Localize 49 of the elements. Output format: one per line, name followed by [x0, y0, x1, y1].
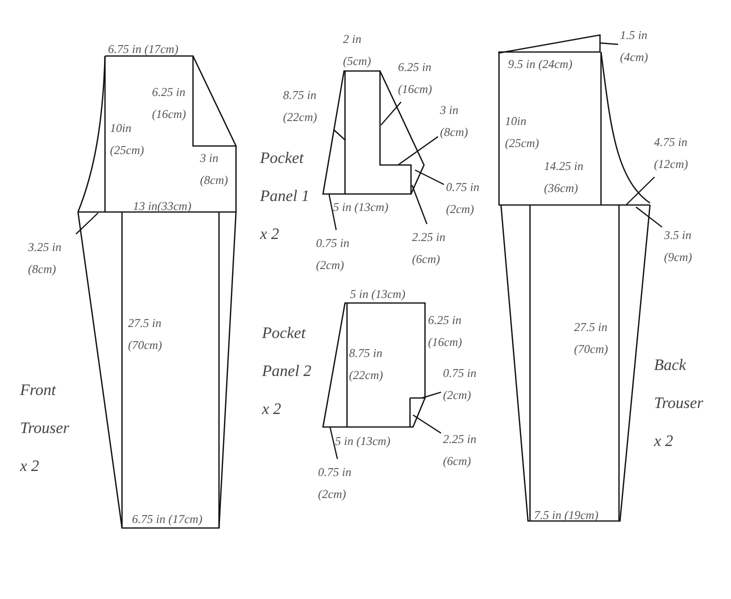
leader-line	[600, 42, 618, 45]
leader-line	[329, 426, 338, 460]
dimension-label: 27.5 in (70cm)	[128, 315, 163, 354]
dimension-label: 10in (25cm)	[505, 113, 540, 152]
dimension-label: 5 in (13cm)	[333, 199, 388, 216]
piece-title: Back Trouser x 2	[654, 356, 704, 452]
dimension-label: 14.25 in (36cm)	[544, 158, 584, 197]
dimension-label: 0.75 in (2cm)	[446, 176, 496, 220]
leader-line	[422, 392, 442, 399]
dimension-label: 6.25 in (16cm)	[152, 84, 187, 123]
dimension-label: 27.5 in (70cm)	[574, 319, 609, 358]
dimension-label: 0.75 in (2cm)	[443, 362, 493, 406]
dimension-label: 9.5 in (24cm)	[508, 56, 572, 73]
dimension-label: 6.25 in (16cm)	[428, 312, 463, 351]
piece-title: Front Trouser x 2	[20, 381, 70, 477]
dimension-label: 0.75 in (2cm)	[316, 232, 366, 276]
leader-line	[414, 169, 444, 186]
dimension-label: 13 in(33cm)	[133, 198, 192, 215]
dimension-label: 5 in (13cm)	[350, 286, 406, 303]
pocket-panel-pattern-drawing	[322, 302, 426, 428]
piece-title: Pocket Panel 2 x 2	[262, 324, 312, 420]
leader-line	[380, 102, 402, 126]
dimension-label: 5 in (13cm)	[335, 433, 390, 450]
dimension-label: 3 in (8cm)	[440, 99, 480, 143]
leader-line	[626, 176, 655, 206]
dimension-label: 1.5 in (4cm)	[620, 24, 660, 68]
dimension-label: 2.25 in (6cm)	[443, 428, 491, 472]
dimension-label: 8.75 in (22cm)	[283, 84, 333, 128]
dimension-label: 2.25 in (6cm)	[412, 226, 460, 270]
dimension-label: 4.75 in (12cm)	[654, 131, 704, 175]
leader-line	[76, 212, 98, 234]
leader-line	[411, 184, 428, 224]
dimension-label: 2 in (5cm)	[343, 31, 372, 70]
dimension-label: 0.75 in (2cm)	[318, 461, 368, 505]
dimension-label: 6.75 in (17cm)	[108, 41, 178, 58]
leader-line	[412, 414, 442, 434]
dimension-label: 7.5 in (19cm)	[534, 507, 598, 524]
dimension-label: 3.25 in (8cm)	[28, 236, 74, 280]
front-trouser-pattern-drawing	[77, 55, 237, 529]
leader-line	[328, 194, 337, 230]
dimension-label: 6.25 in (16cm)	[398, 56, 446, 100]
leader-line	[636, 206, 662, 228]
dimension-label: 3 in (8cm)	[200, 150, 229, 189]
dimension-label: 6.75 in (17cm)	[132, 511, 202, 528]
leader-line	[334, 130, 346, 140]
dimension-label: 10in (25cm)	[110, 120, 145, 159]
dimension-label: 8.75 in (22cm)	[349, 345, 384, 384]
dimension-label: 3.5 in (9cm)	[664, 224, 709, 268]
leader-line	[398, 136, 438, 166]
